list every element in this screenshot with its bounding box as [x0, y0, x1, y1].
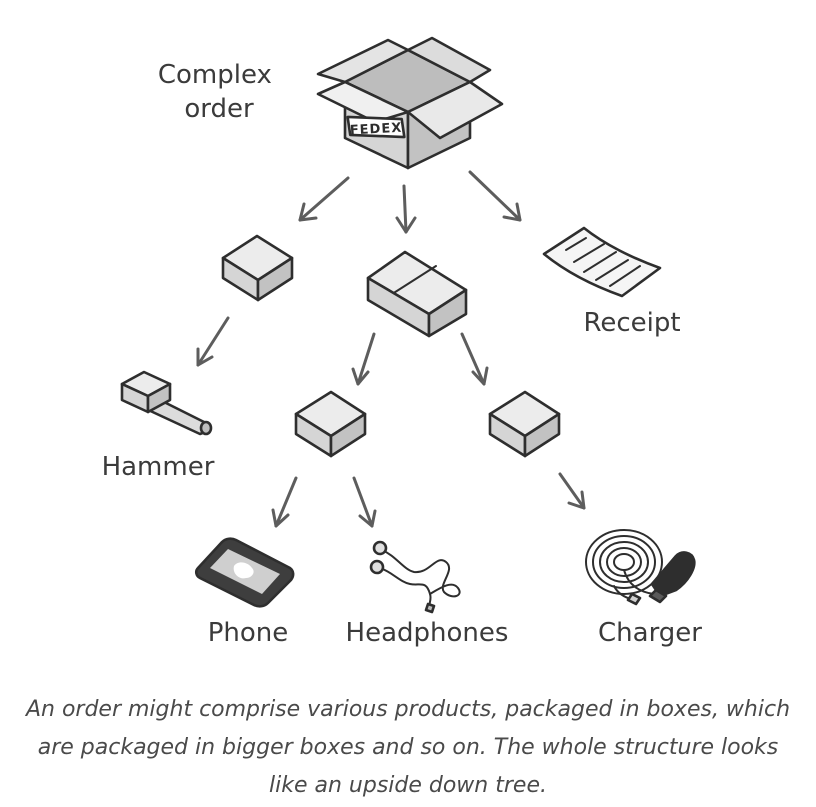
arrow-box-right-to-charger	[558, 472, 586, 510]
box-icon	[366, 250, 468, 338]
hammer-icon	[120, 370, 213, 436]
figure-caption: An order might comprise various products…	[25, 697, 791, 798]
arrow-box-center-to-box-right	[460, 332, 489, 386]
arrow-box-mid-to-headphones	[352, 476, 377, 528]
box-icon	[294, 390, 367, 458]
arrow-root-to-receipt	[468, 170, 522, 222]
charger-icon	[585, 529, 696, 606]
headphones-label: Headphones	[346, 618, 509, 648]
open-box-icon: FEDEX	[316, 36, 504, 170]
arrow-box-center-to-box-mid	[351, 332, 376, 386]
box-stamp: FEDEX	[349, 121, 402, 139]
receipt-icon	[542, 226, 662, 298]
root-label-line-1: Complex	[158, 60, 272, 90]
phone-label: Phone	[208, 618, 289, 648]
hammer-label: Hammer	[102, 452, 215, 482]
composite-tree-diagram: FEDEX Complex order	[102, 36, 702, 648]
headphones-icon	[369, 540, 461, 614]
arrow-box-mid-to-phone	[271, 476, 298, 528]
receipt-label: Receipt	[583, 308, 680, 338]
phone-icon	[194, 537, 295, 608]
arrow-root-to-box-center	[395, 184, 417, 234]
box-icon	[221, 234, 294, 302]
box-icon	[488, 390, 561, 458]
root-label-line-2: order	[184, 94, 254, 124]
arrow-root-to-box-left	[298, 176, 350, 222]
charger-label: Charger	[598, 618, 702, 648]
root-label: Complex order	[158, 60, 280, 124]
arrow-box-left-to-hammer	[196, 316, 230, 367]
